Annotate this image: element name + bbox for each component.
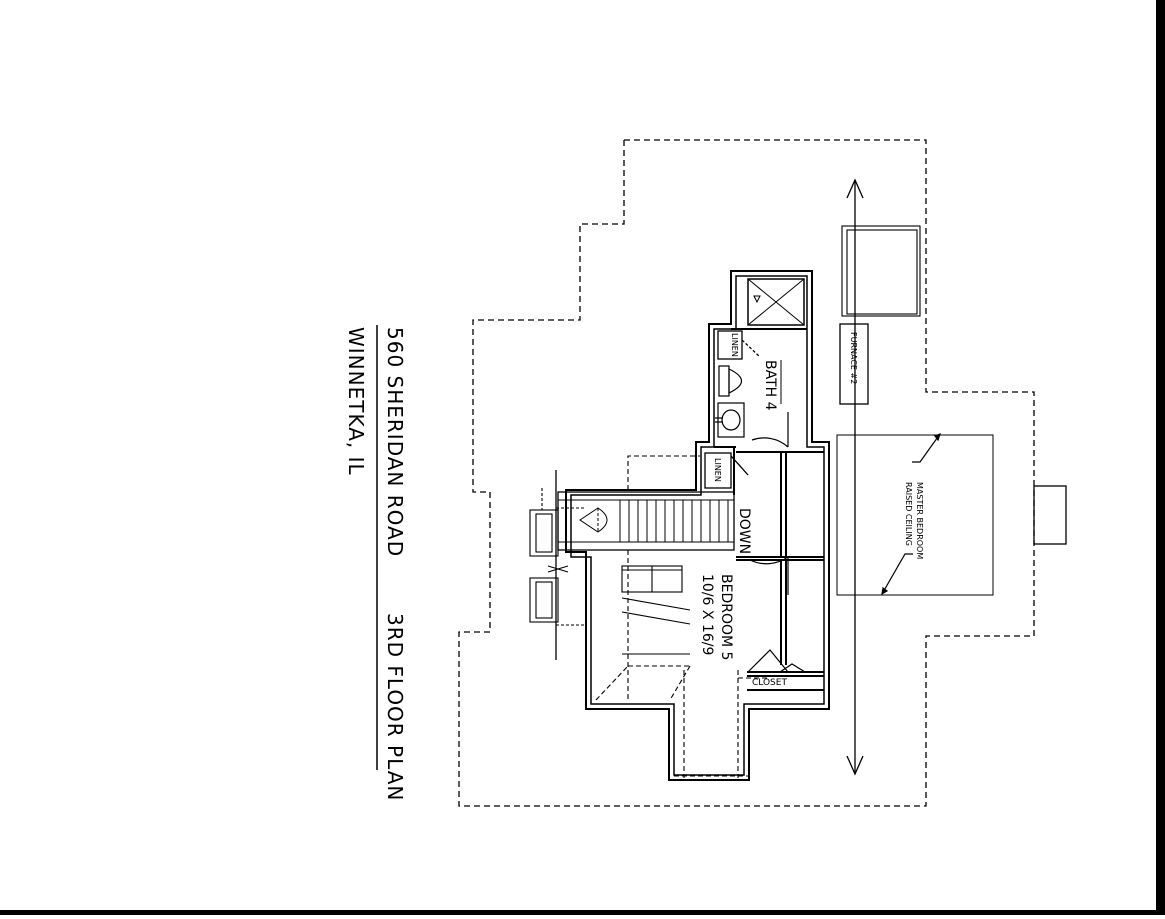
dormer-windows xyxy=(529,470,586,660)
bath-linen-label: LINEN xyxy=(730,333,739,357)
door-swings xyxy=(747,412,806,673)
staircase xyxy=(557,491,735,551)
master-raised-ceiling-area xyxy=(836,434,994,596)
master-label-line2: RAISED CEILING xyxy=(904,482,913,546)
master-label-line1: MASTER BEDROOM xyxy=(915,482,924,559)
master-leader-lines xyxy=(881,432,941,596)
page-border-bottom xyxy=(0,910,1165,915)
roof-outline xyxy=(458,139,1035,807)
sink-fixture xyxy=(715,402,745,438)
shaft-box xyxy=(747,278,805,326)
ridge-arrow xyxy=(846,178,864,776)
stair-dashed-outline xyxy=(627,455,700,490)
hall-linen-closet xyxy=(704,452,749,489)
down-label: DOWN xyxy=(736,508,752,554)
building-walls xyxy=(565,270,830,781)
gable-window xyxy=(841,225,921,317)
bath-linen-closet xyxy=(717,330,761,360)
page-border-right xyxy=(1156,0,1165,915)
bedroom-ceiling-lines xyxy=(595,665,770,778)
hall-linen-label: LINEN xyxy=(713,458,722,482)
sheet-title-text: 3RD FLOOR PLAN xyxy=(383,613,407,801)
bedroom-label: BEDROOM 5 xyxy=(718,574,734,660)
bedroom-size-label: 10/6 X 16/9 xyxy=(699,574,715,655)
bedroom-window xyxy=(621,565,691,655)
bath-label: BATH 4 xyxy=(762,360,778,411)
furnace-box xyxy=(839,323,869,405)
chimney-box xyxy=(1033,485,1067,545)
city-text: WINNETKA, IL xyxy=(344,327,368,476)
furnace-label: FURNACE #2 xyxy=(849,332,858,384)
toilet-fixture xyxy=(718,365,743,397)
closet-label: CLOSET xyxy=(752,678,787,688)
address-text: 560 SHERIDAN ROAD xyxy=(383,327,407,557)
